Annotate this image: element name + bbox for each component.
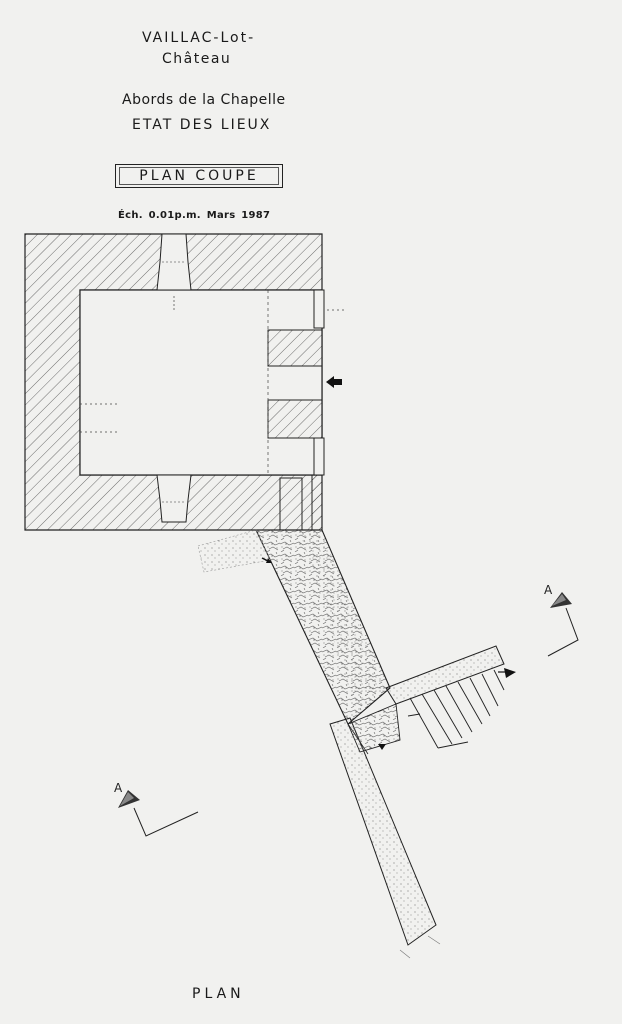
plan-dashed-lines	[80, 290, 345, 475]
section-marker-label-west: A	[114, 781, 123, 795]
chapel-interior	[79, 289, 323, 476]
title-line-2: Château	[162, 51, 232, 67]
entrance-arrow	[326, 376, 342, 388]
subtitle-line-2: ETAT DES LIEUX	[132, 117, 272, 133]
subtitle-line-1: Abords de la Chapelle	[122, 92, 286, 108]
section-marker-east: A	[544, 583, 579, 657]
drawing-type-box: PLAN COUPE	[115, 164, 283, 188]
window-openings	[156, 233, 192, 523]
section-marker-label-east: A	[544, 583, 553, 597]
title-line-1: VAILLAC-Lot-	[142, 30, 256, 46]
wall-stub-south	[267, 399, 323, 439]
footer-plan-label: PLAN	[192, 986, 245, 1002]
paved-path	[197, 529, 437, 946]
section-marker-west: A	[114, 781, 199, 837]
drawing-type-label: PLAN COUPE	[119, 167, 279, 185]
path-end-marks	[399, 935, 441, 959]
staircase	[347, 645, 516, 753]
scale-and-date: Éch. 0.01p.m. Mars 1987	[118, 210, 271, 221]
wall-stub-north	[267, 329, 323, 367]
